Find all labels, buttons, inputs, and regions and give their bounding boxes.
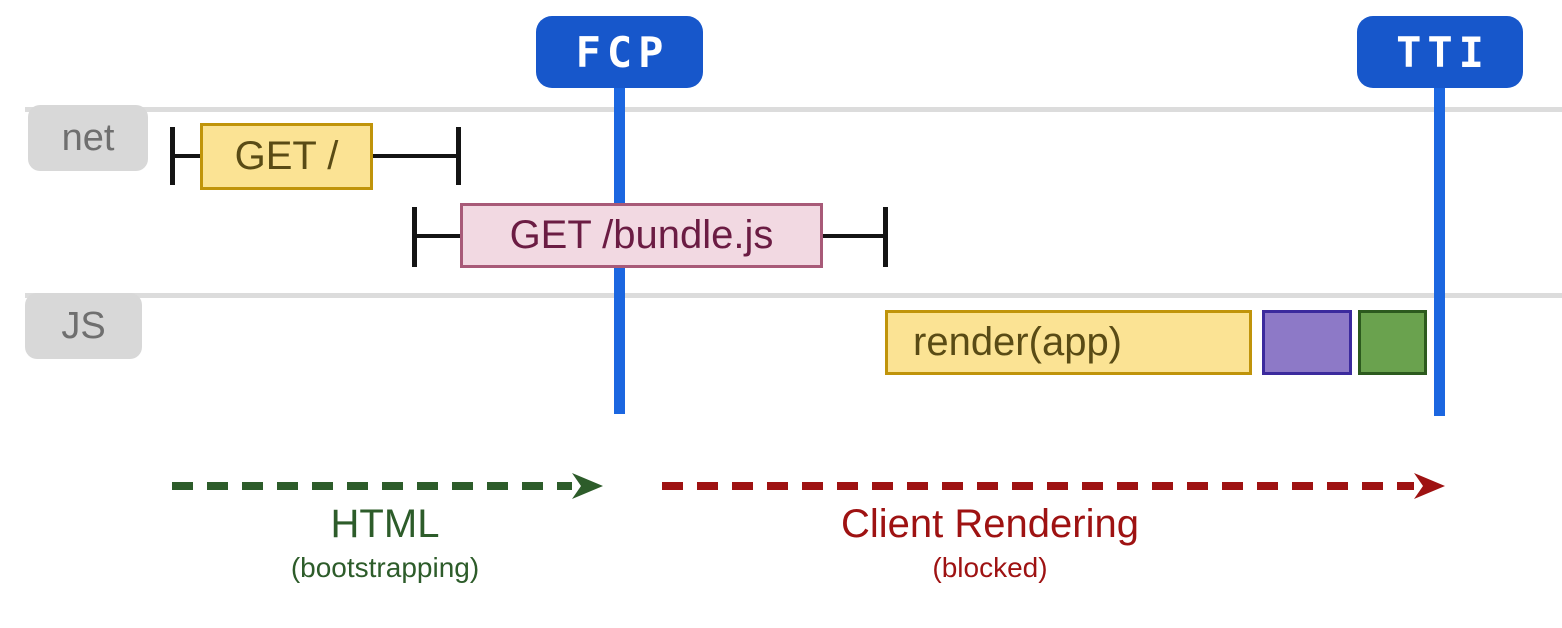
html-phase-arrow bbox=[172, 473, 603, 499]
get-bundle-whisker-left-tick bbox=[412, 207, 417, 267]
tti-badge: TTI bbox=[1357, 16, 1523, 88]
html-phase-label: HTML bbox=[330, 502, 440, 546]
client-rendering-phase-sublabel: (blocked) bbox=[932, 552, 1048, 583]
client-rendering-phase-arrow bbox=[662, 473, 1445, 499]
get-root-whisker-right-line bbox=[373, 154, 456, 158]
get-root-whisker-left-line bbox=[175, 154, 203, 158]
client-rendering-phase-label: Client Rendering bbox=[841, 502, 1139, 546]
get-bundle-request-label: GET /bundle.js bbox=[509, 213, 774, 257]
get-bundle-whisker-right-line bbox=[823, 234, 883, 238]
fcp-badge: FCP bbox=[536, 16, 703, 88]
tti-timeline-line bbox=[1434, 86, 1445, 416]
js-lane-label-text: JS bbox=[61, 304, 106, 347]
get-bundle-whisker-left-line bbox=[417, 234, 460, 238]
get-root-whisker-left-tick bbox=[170, 127, 175, 185]
tti-badge-text: TTI bbox=[1396, 27, 1490, 77]
html-phase-sublabel: (bootstrapping) bbox=[290, 552, 480, 583]
get-bundle-whisker-right-tick bbox=[883, 207, 888, 267]
render-app-task-label: render(app) bbox=[913, 320, 1123, 364]
get-bundle-request-box: GET /bundle.js bbox=[460, 203, 823, 268]
green-task-box bbox=[1358, 310, 1427, 375]
js-lane-label: JS bbox=[25, 293, 142, 359]
get-root-whisker-right-tick bbox=[456, 127, 461, 185]
js-lane-line bbox=[25, 293, 1562, 298]
get-root-request-box: GET / bbox=[200, 123, 373, 190]
get-root-request-label: GET / bbox=[234, 134, 339, 178]
net-lane-line bbox=[25, 107, 1562, 112]
fcp-badge-text: FCP bbox=[575, 27, 670, 77]
net-lane-label-text: net bbox=[61, 116, 115, 159]
net-lane-label: net bbox=[28, 105, 148, 171]
purple-task-box bbox=[1262, 310, 1352, 375]
render-app-task-box: render(app) bbox=[885, 310, 1252, 375]
